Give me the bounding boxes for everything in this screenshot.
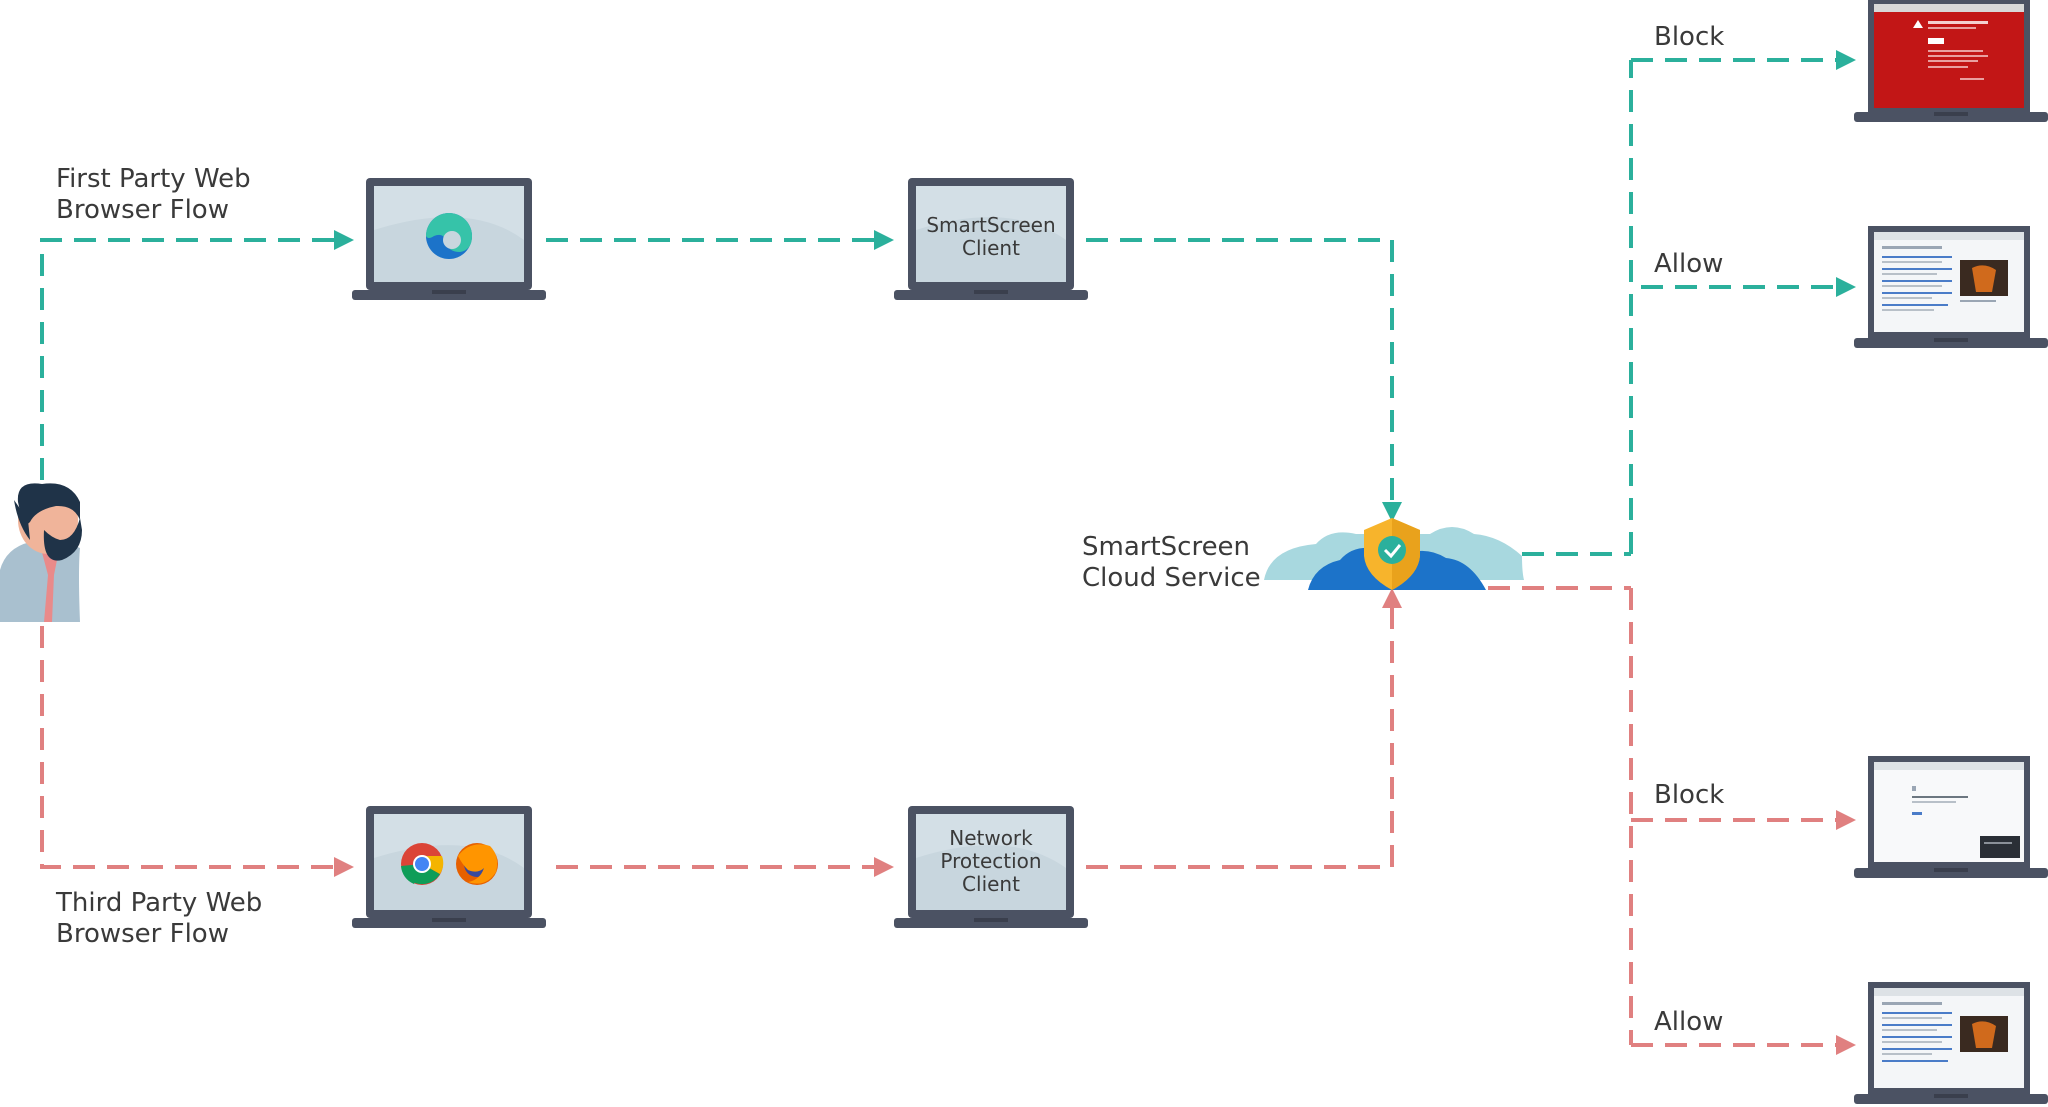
- green-user-to-edge-connector: [40, 230, 354, 480]
- network-protection-client-label-line-1: Network: [949, 826, 1033, 850]
- top-block-outcome-label: Block: [1654, 22, 1725, 52]
- network-protection-client-laptop: [894, 806, 1088, 928]
- third-party-flow-label: Third Party Web Browser Flow: [56, 888, 262, 950]
- bottom-block-outcome-label: Block: [1654, 780, 1725, 810]
- network-protection-client-label: Network Protection Client: [916, 827, 1066, 896]
- block-page-laptop-bottom: [1854, 756, 2048, 878]
- first-party-flow-label: First Party Web Browser Flow: [56, 164, 251, 226]
- smartscreen-client-label-line-2: Client: [962, 236, 1020, 260]
- first-party-flow-label-line-1: First Party Web: [56, 164, 251, 194]
- network-protection-client-label-line-2: Protection: [940, 849, 1042, 873]
- network-protection-client-label-line-3: Client: [962, 872, 1020, 896]
- chrome-browser-icon: [401, 843, 444, 885]
- pink-user-to-browsers-connector: [40, 626, 354, 877]
- third-party-flow: [40, 586, 1856, 1055]
- allow-page-laptop-bottom: [1854, 982, 2048, 1104]
- cloud-service-label-line-1: SmartScreen: [1082, 532, 1251, 562]
- first-party-flow: [40, 50, 1856, 556]
- shield-check-icon: [1364, 518, 1420, 590]
- person-avatar-icon: [0, 483, 82, 622]
- first-party-flow-label-line-2: Browser Flow: [56, 195, 229, 225]
- top-allow-outcome-label: Allow: [1654, 249, 1724, 279]
- third-party-flow-label-line-2: Browser Flow: [56, 919, 229, 949]
- green-smartscreen-to-cloud-connector: [1086, 238, 1402, 522]
- firefox-browser-icon: [456, 843, 498, 885]
- third-party-browsers-laptop: [352, 806, 546, 928]
- allow-page-laptop-top: [1854, 226, 2048, 348]
- smartscreen-client-label-line-1: SmartScreen: [926, 213, 1056, 237]
- smartscreen-client-label: SmartScreen Client: [916, 214, 1066, 260]
- third-party-flow-label-line-1: Third Party Web: [56, 888, 263, 918]
- edge-browser-icon: [426, 213, 472, 259]
- bottom-allow-outcome-label: Allow: [1654, 1007, 1724, 1037]
- cloud-service-label: SmartScreen Cloud Service: [1082, 532, 1261, 594]
- cloud-service-label-line-2: Cloud Service: [1082, 563, 1261, 593]
- block-page-laptop-top: [1854, 0, 2048, 122]
- smartscreen-client-laptop: [894, 178, 1088, 300]
- pink-npc-to-cloud-connector: [1086, 588, 1402, 869]
